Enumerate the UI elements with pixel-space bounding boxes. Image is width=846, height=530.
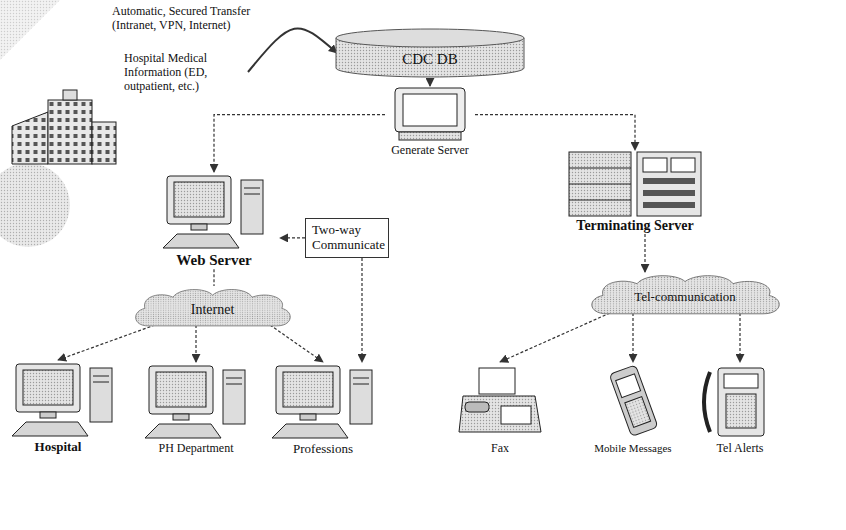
node-label: Terminating Server: [565, 218, 705, 234]
label-group: Generate Server: [385, 144, 475, 158]
label-group: Professions: [266, 442, 380, 457]
connector-arrow: [58, 325, 155, 360]
label-group: Terminating Server: [565, 218, 705, 234]
label-group: Fax: [455, 442, 545, 456]
icon-illustration: [8, 360, 108, 440]
mobile-device: Mobile Messages: [585, 362, 681, 455]
icon-illustration: [140, 362, 252, 442]
connector-arrow: [644, 234, 645, 272]
web-server: Web Server: [148, 172, 280, 269]
icon-illustration: [585, 362, 681, 442]
connector-arrow: [280, 237, 305, 238]
decorative-corner: [0, 0, 60, 60]
connector-arrow: [739, 313, 740, 362]
label-group: Hospital: [8, 440, 108, 455]
network-cloud: Internet: [130, 286, 295, 328]
server-node: Terminating Server: [565, 150, 705, 234]
hospital-source: Hospital Medical Information (ED, outpat…: [8, 52, 248, 168]
network-cloud: Tel-communication: [585, 272, 785, 316]
node-label: PH Department: [140, 442, 252, 456]
node-label: Generate Server: [385, 144, 475, 158]
connector-arrow: [248, 28, 337, 72]
client-computer: Hospital: [8, 360, 108, 455]
node-label: Tel Alerts: [690, 442, 790, 456]
icon-illustration: [455, 362, 545, 442]
client-computer: Professions: [266, 362, 380, 457]
icon-illustration: [690, 362, 790, 442]
node-label: Tel-communication: [634, 290, 736, 305]
server-node: Generate Server: [385, 86, 475, 158]
icon-illustration: [565, 150, 705, 218]
connector-arrow: [632, 313, 633, 362]
label-group: Tel Alerts: [690, 442, 790, 456]
connector-arrow: [270, 325, 323, 362]
node-label: Fax: [455, 442, 545, 456]
connector-arrow: [500, 313, 610, 362]
node-label: Mobile Messages: [585, 442, 681, 455]
connector-arrow: [195, 325, 196, 362]
connector-arrow: [475, 115, 635, 150]
icon-illustration: [266, 362, 380, 442]
node-label: Professions: [266, 442, 380, 457]
decorative-blob: [0, 163, 70, 247]
label-group: Tel-communication: [634, 290, 736, 305]
node-label: Two-way Communicate: [312, 223, 382, 253]
label-group: Hospital Medical Information (ED, outpat…: [124, 52, 242, 93]
label-group: PH Department: [140, 442, 252, 456]
label-group: Two-way Communicate: [312, 223, 382, 253]
process-box: Two-way Communicate: [305, 218, 389, 258]
connector-arrow: [429, 78, 430, 86]
connector-arrow: [213, 269, 214, 286]
label-group: Internet: [191, 302, 235, 318]
node-label: Hospital Medical Information (ED, outpat…: [124, 52, 242, 93]
node-label: Hospital: [8, 440, 108, 455]
node-label: Internet: [191, 302, 235, 318]
label-group: Mobile Messages: [585, 442, 681, 455]
node-label: Web Server: [148, 252, 280, 269]
fax-device: Fax: [455, 362, 545, 456]
label-group: Web Server: [148, 252, 280, 269]
icon-illustration: [148, 172, 280, 252]
connector-arrow: [361, 258, 362, 362]
node-label: CDC DB: [402, 51, 457, 68]
database-cylinder: CDC DB: [335, 28, 525, 78]
edge-label: Automatic, Secured Transfer (Intranet, V…: [112, 4, 257, 33]
icon-illustration: [8, 76, 120, 168]
phone-device: Tel Alerts: [690, 362, 790, 456]
connector-arrow: [214, 115, 385, 172]
label-group: CDC DB: [402, 51, 457, 68]
client-computer: PH Department: [140, 362, 252, 456]
icon-illustration: [385, 86, 475, 144]
